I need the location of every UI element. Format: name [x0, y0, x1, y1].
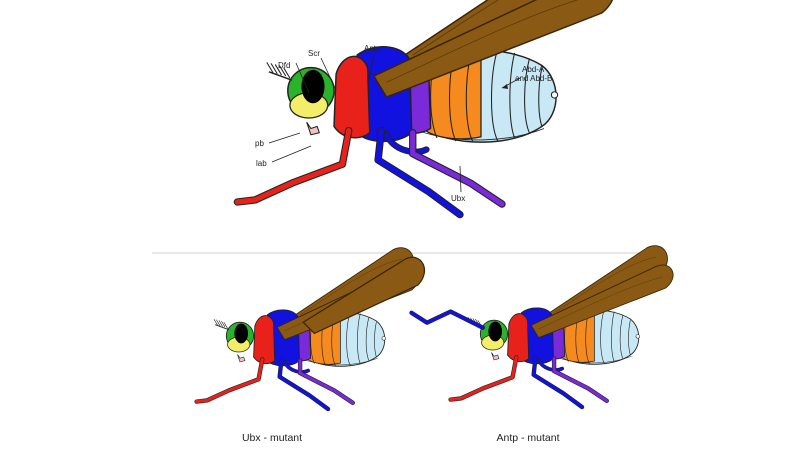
- label-abd-a: Abd-A: [522, 65, 545, 74]
- label-ubx: Ubx: [451, 194, 465, 203]
- antp-mutant-fly: Antp - mutant: [409, 246, 674, 444]
- label-abd-b: and Abd-B: [515, 74, 552, 83]
- label-pb: pb: [255, 139, 264, 148]
- caption-ubx-mutant: Ubx - mutant: [242, 432, 302, 444]
- caption-antp-mutant: Antp - mutant: [496, 432, 559, 444]
- label-dfd: Dfd: [278, 61, 290, 70]
- top-fly-labels: Dfd Scr Antp Abd-A and Abd-B pb lab Ubx: [255, 44, 552, 203]
- ubx-mutant-fly: Ubx - mutant: [197, 248, 425, 444]
- label-lab: lab: [256, 159, 267, 168]
- label-antp: Antp: [364, 44, 381, 53]
- label-scr: Scr: [308, 49, 320, 58]
- top-fly: [237, 0, 614, 215]
